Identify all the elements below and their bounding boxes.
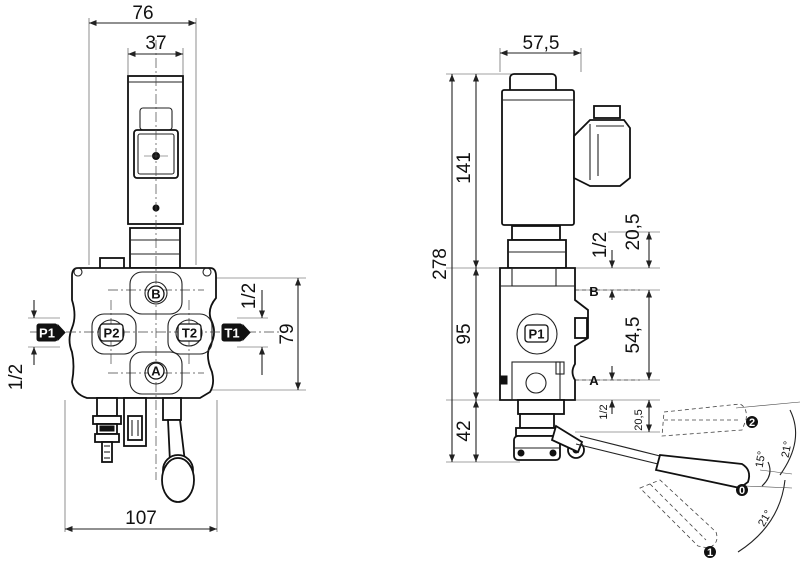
dim-54-5-label: 54,5	[623, 317, 644, 354]
side-port-p1-label: P1	[529, 327, 545, 342]
dim-thread-right-label: 1/2	[239, 283, 260, 309]
port-p2-boss	[91, 313, 137, 355]
dim-76-label: 76	[132, 3, 153, 24]
svg-text:P1: P1	[39, 326, 55, 341]
port-p1-badge: P1	[36, 323, 66, 342]
position-marker-2: 2	[746, 416, 758, 429]
dim-thread-upper-label: 1/2	[590, 232, 611, 258]
lever-handle-pos1	[639, 479, 718, 549]
dim-278-label: 278	[430, 248, 451, 280]
svg-text:0: 0	[739, 485, 745, 497]
dim-107-label: 107	[125, 508, 157, 529]
port-p2-label: P2	[104, 326, 120, 341]
dim-thread-left-label: 1/2	[6, 364, 27, 390]
connector-plug-side	[573, 119, 631, 187]
solenoid-coil-side	[501, 89, 575, 226]
side-port-a-label: A	[589, 373, 599, 388]
port-b-boss	[129, 271, 183, 315]
port-t1-badge: T1	[221, 323, 251, 342]
bottom-fitting	[92, 397, 147, 463]
arc-mid	[761, 461, 771, 487]
plug-top	[593, 105, 621, 119]
dim-79-label: 79	[277, 323, 298, 344]
port-b-label: B	[151, 287, 160, 302]
dim-95-label: 95	[454, 323, 475, 344]
valve-body-front	[68, 267, 217, 399]
dim-141-label: 141	[454, 152, 475, 184]
port-t2-boss	[167, 313, 213, 355]
port-a-boss	[129, 351, 183, 395]
dim-42-label: 42	[454, 420, 475, 441]
svg-text:1: 1	[707, 547, 713, 559]
lever-handle-neutral	[575, 435, 751, 489]
arc-lower	[737, 479, 786, 553]
angle-upper-label: 21°	[780, 440, 795, 458]
svg-text:T1: T1	[224, 326, 239, 341]
side-port-b-label: B	[589, 284, 598, 299]
lever-front	[161, 397, 195, 503]
lever-handle-pos2	[661, 403, 747, 437]
dim-57-5-label: 57,5	[523, 33, 560, 54]
port-t2-label: T2	[182, 326, 197, 341]
dim-thread-lower-label: 1/2	[598, 404, 610, 419]
side-view: P1	[430, 33, 801, 559]
angle-mid-label: 15°	[754, 450, 769, 468]
front-view: B A P2 T2 P1 T1	[6, 3, 306, 533]
arc-upper	[779, 409, 797, 476]
angle-lower-label: 21°	[756, 508, 775, 528]
position-marker-1: 1	[704, 546, 716, 559]
dim-37-label: 37	[145, 33, 166, 54]
svg-text:2: 2	[749, 417, 755, 429]
dim-20-5-lower-label: 20,5	[633, 409, 645, 430]
dim-20-5-upper-label: 20,5	[623, 214, 644, 251]
position-marker-0: 0	[736, 484, 748, 497]
port-a-label: A	[151, 364, 161, 379]
